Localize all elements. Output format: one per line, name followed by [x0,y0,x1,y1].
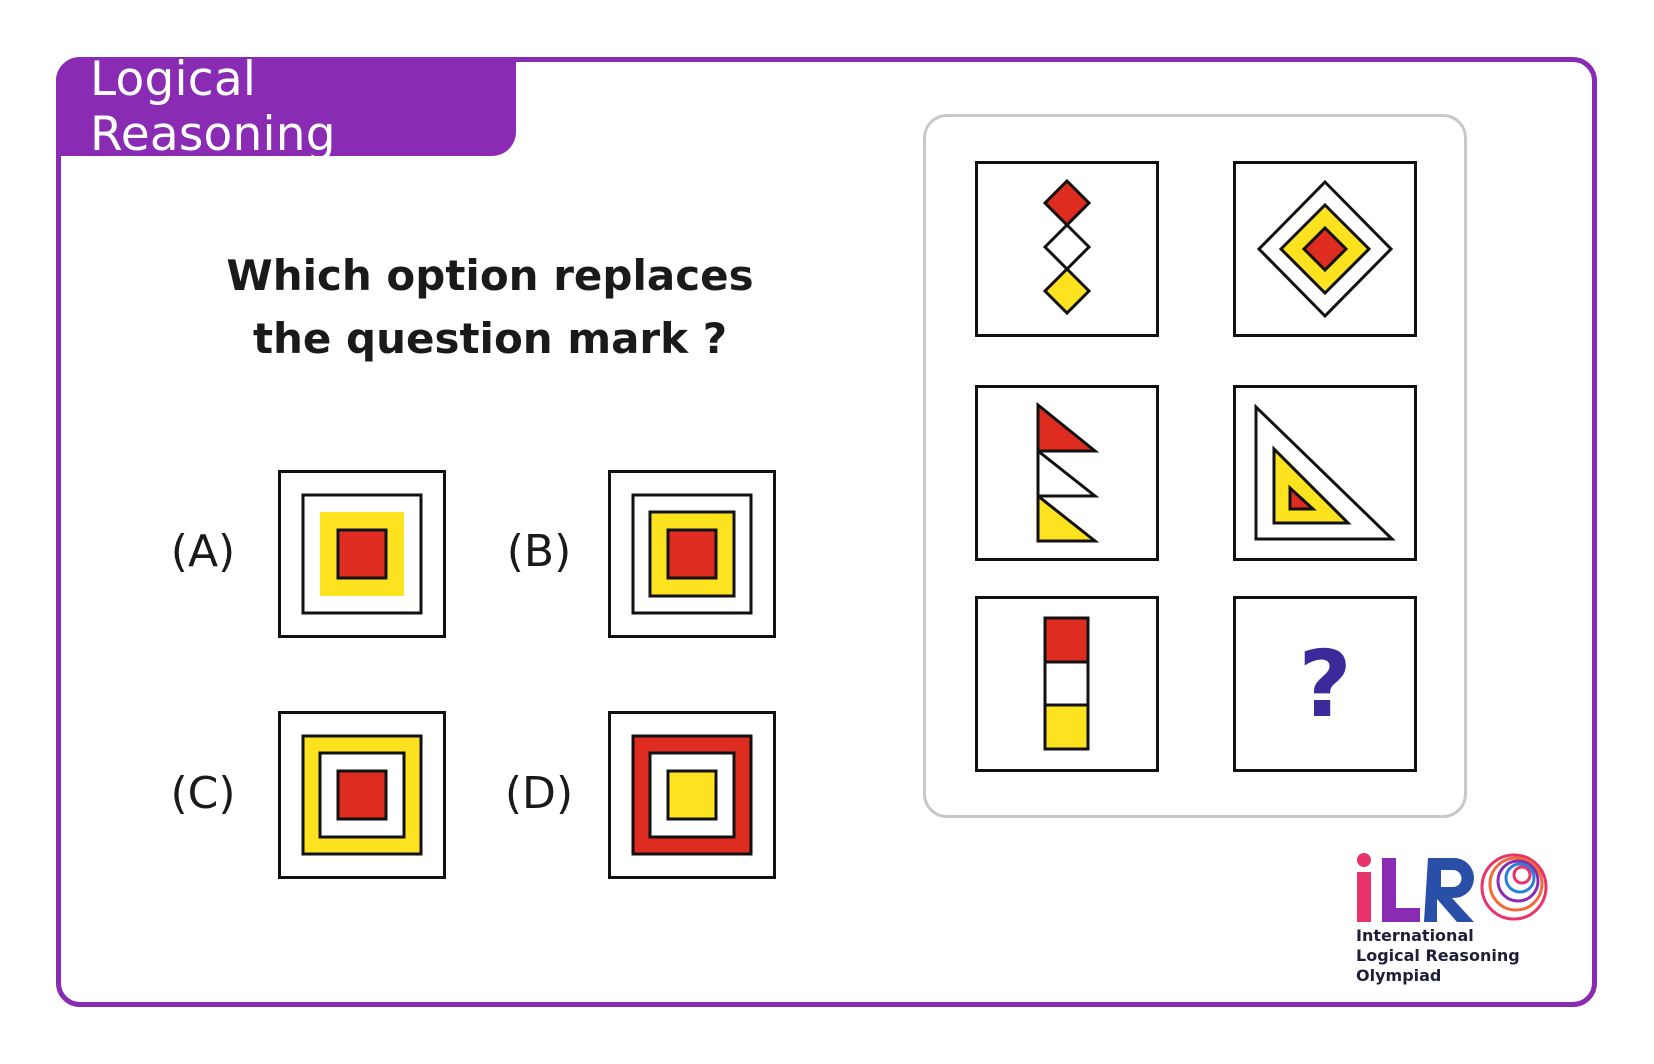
grid-cell-nested-diamonds [1233,161,1417,337]
question-grid-panel [923,114,1467,818]
option-a-label: (A) [170,526,236,577]
category-tab: Logical Reasoning [56,52,516,162]
logo-caption: International Logical Reasoning Olympiad [1356,926,1520,986]
option-a-figure[interactable] [278,470,446,638]
grid-cell-stacked-diamonds [975,161,1159,337]
option-b-label: (B) [506,526,572,577]
grid-cell-stacked-squares [975,596,1159,772]
question-line-2: the question mark ? [252,314,728,363]
grid-cell-unknown [1233,596,1417,772]
grid-cell-nested-triangles [1233,385,1417,561]
option-c-label: (C) [170,768,236,819]
question-line-1: Which option replaces [226,251,754,300]
option-c-figure[interactable] [278,711,446,879]
option-b-figure[interactable] [608,470,776,638]
category-title: Logical Reasoning [90,51,336,162]
logo-caption-line-3: Olympiad [1356,966,1442,985]
logo-caption-line-1: International [1356,926,1474,945]
ilro-logo [1357,853,1548,922]
logo-caption-line-2: Logical Reasoning [1356,946,1520,965]
grid-cell-stacked-triangles [975,385,1159,561]
option-d-figure[interactable] [608,711,776,879]
option-d-label: (D) [504,768,574,819]
question-text: Which option replaces the question mark … [190,244,790,370]
